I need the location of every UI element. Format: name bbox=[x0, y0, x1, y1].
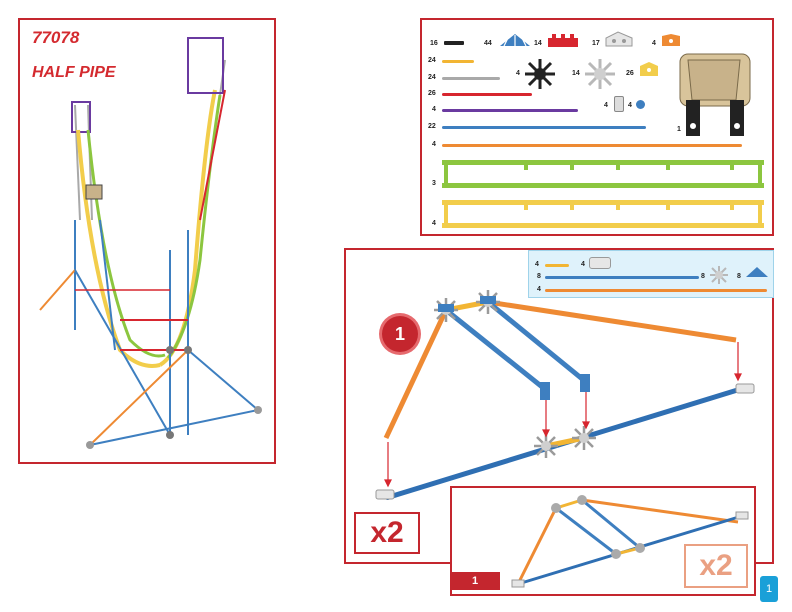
step-part-qty: 4 bbox=[581, 261, 585, 268]
white-connector-icon bbox=[605, 31, 633, 47]
rod-qty: 4 bbox=[432, 106, 436, 113]
part-qty: 4 bbox=[516, 70, 520, 77]
part-qty: 14 bbox=[572, 70, 580, 77]
step-part-qty: 4 bbox=[535, 261, 539, 268]
step-part-qty: 4 bbox=[537, 286, 541, 293]
step-part-qty: 8 bbox=[737, 273, 741, 280]
half-pipe-model-illustration bbox=[39, 37, 262, 449]
car-qty: 1 bbox=[677, 126, 681, 133]
track-qty: 4 bbox=[432, 220, 436, 227]
yellow-track-piece bbox=[442, 200, 764, 228]
gray-wheel-connector-icon bbox=[585, 59, 615, 89]
step-number-badge: 1 bbox=[382, 316, 418, 352]
substep-label: 1 bbox=[471, 575, 479, 587]
rod-qty: 24 bbox=[428, 57, 436, 64]
red-connector-icon bbox=[548, 34, 578, 47]
spacer-icon bbox=[614, 96, 624, 112]
step-multiplier: x2 bbox=[370, 516, 404, 549]
blue-rod bbox=[442, 126, 646, 129]
substep-label-tab: 1 bbox=[450, 572, 500, 590]
substep-multiplier-box: x2 bbox=[684, 544, 748, 588]
coaster-car-icon bbox=[679, 53, 751, 136]
track-qty: 3 bbox=[432, 180, 436, 187]
step-number: 1 bbox=[394, 324, 405, 344]
red-rod bbox=[442, 93, 532, 96]
part-qty: 14 bbox=[534, 40, 542, 47]
green-track-piece bbox=[442, 160, 764, 188]
orange-connector-icon bbox=[662, 34, 680, 46]
part-qty: 4 bbox=[652, 40, 656, 47]
rod-qty: 24 bbox=[428, 74, 436, 81]
substep-assembly-diagram bbox=[511, 495, 749, 588]
purple-rod bbox=[442, 109, 578, 112]
gray-wheel-connector-icon bbox=[710, 266, 728, 284]
part-qty: 4 bbox=[628, 102, 632, 109]
cover-frame: 77078 HALF PIPE bbox=[18, 18, 276, 464]
step-part-qty: 8 bbox=[701, 273, 705, 280]
substep-multiplier: x2 bbox=[699, 549, 733, 582]
step-parts-callout: 4 4 8 8 8 4 bbox=[528, 250, 774, 298]
black-wheel-connector-icon bbox=[525, 59, 555, 89]
part-qty: 4 bbox=[604, 102, 608, 109]
rod-qty: 22 bbox=[428, 123, 436, 130]
blue-connector-icon bbox=[746, 267, 768, 277]
gray-rod bbox=[442, 77, 500, 80]
yellow-rod bbox=[442, 60, 474, 63]
orange-rod bbox=[545, 289, 767, 292]
white-connector-icon bbox=[589, 257, 611, 269]
part-qty: 17 bbox=[592, 40, 600, 47]
part-qty: 16 bbox=[430, 40, 438, 47]
rod-qty: 26 bbox=[428, 90, 436, 97]
step-assembly-diagram bbox=[375, 290, 755, 500]
blue-rod bbox=[545, 276, 699, 279]
part-qty: 44 bbox=[484, 40, 492, 47]
step-multiplier-box: x2 bbox=[354, 512, 420, 554]
parts-list-frame: 16 44 14 17 4 24 24 26 4 22 4 4 14 26 4 … bbox=[420, 18, 774, 236]
rod-qty: 4 bbox=[432, 141, 436, 148]
yellow-connector-icon bbox=[640, 62, 658, 76]
step-frame: 4 4 8 8 8 4 1 bbox=[344, 248, 774, 596]
black-connector-icon bbox=[444, 41, 464, 45]
blue-spacer-icon bbox=[636, 100, 645, 109]
page-number: 1 bbox=[765, 583, 773, 595]
model-number: 77078 bbox=[32, 28, 80, 47]
yellow-rod bbox=[545, 264, 569, 267]
step-part-qty: 8 bbox=[537, 273, 541, 280]
model-name: HALF PIPE bbox=[32, 64, 116, 81]
substep-frame: x2 bbox=[450, 486, 756, 596]
page-number-tab: 1 bbox=[760, 576, 778, 602]
orange-rod bbox=[442, 144, 742, 147]
part-qty: 26 bbox=[626, 70, 634, 77]
blue-connector-icon bbox=[500, 34, 530, 47]
